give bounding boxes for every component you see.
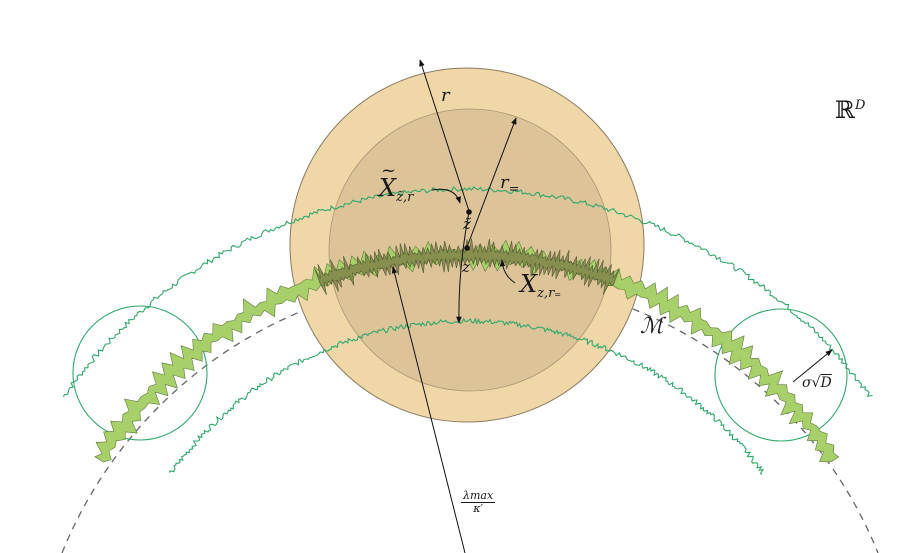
label-r-eq-base: r (500, 172, 509, 193)
lambda-arrow (391, 266, 466, 553)
label-lambda-den: κ′ (473, 502, 483, 515)
tube-outer-boundary (62, 185, 873, 398)
projection-arc-arrow (456, 211, 470, 324)
sigma-arrow (792, 349, 833, 383)
tube-end-right (714, 308, 848, 442)
radius-r-eq-arrow (466, 117, 517, 248)
label-x-base: X (520, 270, 538, 298)
point-z (464, 245, 470, 251)
x-tilde-pointer (431, 188, 461, 204)
label-r-eq-sub: = (508, 182, 520, 197)
label-z-tilde: z̃ (463, 215, 471, 233)
space-symbol: ℝ (835, 96, 855, 124)
space-exponent: D (854, 98, 866, 113)
label-r: r (441, 85, 450, 106)
space-label: ℝD (835, 96, 865, 124)
label-lambda-num: λmax (461, 489, 496, 503)
radius-r-arrow (419, 59, 470, 212)
tube-end-left (72, 305, 208, 441)
label-x: Xz,r₌ (520, 270, 561, 301)
label-x-tilde-sub: z̃,r (396, 190, 414, 205)
label-x-tilde-base: X (379, 174, 396, 202)
label-sigma: σ√D (802, 375, 832, 391)
label-x-tilde: Xz̃,r (379, 174, 413, 205)
label-r-eq: r= (500, 172, 520, 197)
label-z: z (462, 258, 470, 276)
label-sigma-prefix: σ (802, 375, 812, 391)
label-x-sub: z,r₌ (537, 286, 562, 301)
label-sigma-sqrt: D (820, 375, 832, 391)
tube-inner-boundary (168, 317, 765, 475)
x-pointer (499, 259, 516, 284)
label-lambda: λmax κ′ (461, 484, 496, 515)
label-manifold: ℳ (640, 314, 664, 339)
